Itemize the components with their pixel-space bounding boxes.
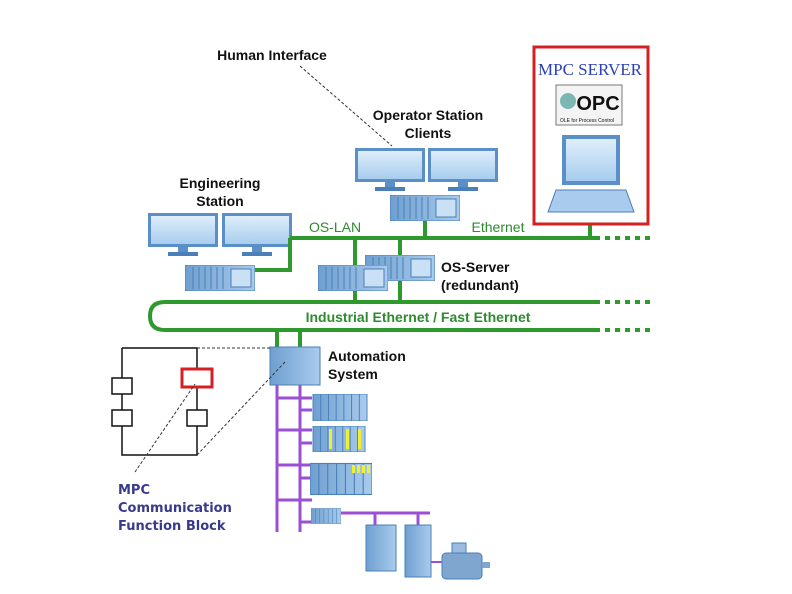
svg-text:OPC: OPC [576,93,619,115]
engineering-monitor-icon [222,213,292,256]
industrial-ethernet-label: Industrial Ethernet / Fast Ethernet [306,309,531,325]
industrial-ethernet-ring [147,281,600,348]
automation-system-icon [269,346,321,386]
operator-station-label-2: Clients [405,125,452,141]
opc-logo: OPC OLE for Process Control [555,84,623,126]
mpc-block-label-3: Function Block [118,519,226,534]
server-computer-icon [547,135,635,213]
mpc-block-label-2: Communication [118,501,232,516]
drive-icon [404,524,432,578]
engineering-pc-icon [185,265,255,291]
operator-station-label: Operator Station [373,107,483,123]
engineering-monitor-icon [148,213,218,256]
io-module-icon [312,394,368,421]
mpc-block-label: MPC [118,483,150,498]
industrial-ethernet-extension [605,300,655,332]
os-server-label-2: (redundant) [441,277,519,293]
remote-io-icon [311,508,341,524]
function-block-diagram [111,347,208,456]
os-server-icon [318,265,388,291]
svg-text:OLE for Process Control: OLE for Process Control [560,118,614,124]
zoom-pointers [134,347,286,473]
automation-system-label-2: System [328,366,378,382]
ethernet-label: Ethernet [472,219,525,235]
mpc-server-label: MPC SERVER [538,60,643,79]
motor-icon [431,542,490,580]
os-lan-label: OS-LAN [309,219,361,235]
human-interface-pointer [299,65,393,147]
mpc-block-highlight [180,367,214,389]
operator-monitor-icon [428,148,498,191]
operator-pc-icon [390,195,460,221]
io-module-icon [312,426,366,452]
human-interface-label: Human Interface [217,47,327,63]
operator-monitor-icon [355,148,425,191]
drive-icon [365,524,397,572]
os-server-label: OS-Server [441,259,510,275]
automation-system-label: Automation [328,348,406,364]
engineering-station-label: Engineering [180,175,261,191]
engineering-station-label-2: Station [196,193,243,209]
